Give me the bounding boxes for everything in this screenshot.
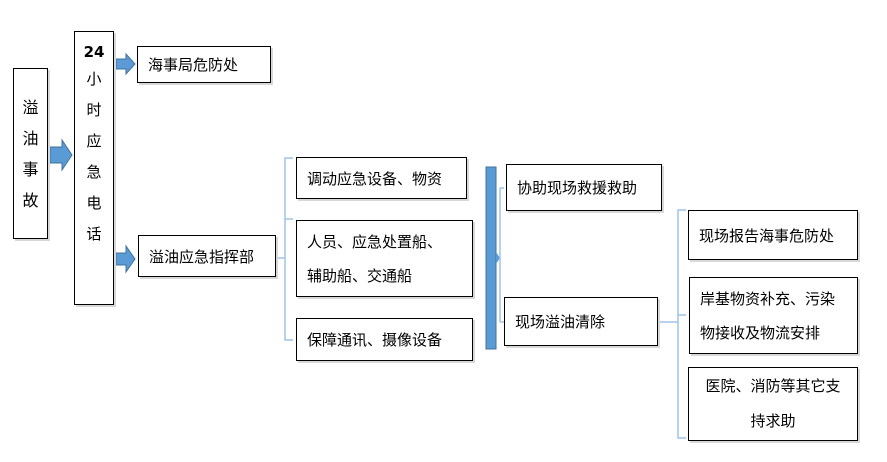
node-spill-command: 溢油应急指挥部 [138, 235, 276, 277]
node-24h-hotline: 24 小时应急电话 [74, 31, 114, 305]
hotline-text-char: 应 [86, 132, 102, 150]
hotline-text-char: 急 [86, 163, 102, 181]
node-msa-hazard-office: 海事局危防处 [137, 46, 271, 83]
node-assist-rescue: 协助现场救援救助 [506, 164, 662, 211]
spill-incident-char: 事 [22, 159, 39, 179]
hotline-text-char: 电 [86, 194, 102, 212]
hotline-text-char: 时 [86, 101, 102, 119]
dispatch-equipment-label: 调动应急设备、物资 [307, 169, 443, 188]
onsite-cleanup-label: 现场溢油清除 [515, 313, 606, 331]
medical-support-line-1: 医院、消防等其它支 [705, 377, 841, 395]
personnel-line-2: 辅助船、交通船 [307, 266, 413, 285]
node-medical-support: 医院、消防等其它支 持求助 [688, 367, 858, 441]
spill-incident-char: 溢 [22, 97, 39, 117]
comms-camera-label: 保障通讯、摄像设备 [307, 331, 443, 349]
node-onsite-cleanup: 现场溢油清除 [504, 297, 658, 346]
spill-incident-char: 故 [22, 190, 39, 210]
spill-incident-char: 油 [22, 128, 39, 148]
medical-support-line-2: 持求助 [750, 412, 796, 430]
hotline-number: 24 [83, 43, 105, 61]
assist-rescue-label: 协助现场救援救助 [517, 179, 638, 197]
node-comms-camera: 保障通讯、摄像设备 [296, 318, 473, 361]
merge-bar-tip [496, 252, 500, 264]
arrow-hotline-to-msa [115, 52, 136, 76]
report-msa-label: 现场报告海事危防处 [699, 226, 835, 245]
shore-supply-line-2: 物接收及物流安排 [700, 323, 821, 342]
node-spill-incident: 溢油事故 [13, 68, 48, 239]
node-dispatch-equipment: 调动应急设备、物资 [296, 157, 467, 199]
hotline-text-char: 话 [86, 225, 102, 243]
bracket-command-tasks [277, 157, 293, 341]
merge-bar [485, 166, 497, 350]
spill-command-label: 溢油应急指挥部 [149, 247, 255, 266]
node-shore-supply: 岸基物资补充、污染 物接收及物流安排 [689, 277, 858, 354]
arrow-hotline-to-command [115, 244, 136, 274]
node-report-msa: 现场报告海事危防处 [688, 210, 858, 260]
bracket-cleanup-items [660, 209, 686, 439]
arrow-incident-to-hotline [49, 138, 73, 172]
personnel-line-1: 人员、应急处置船、 [307, 232, 443, 251]
shore-supply-line-1: 岸基物资补充、污染 [700, 289, 836, 308]
bracket-bar-branches [499, 187, 504, 323]
node-personnel-vessels: 人员、应急处置船、 辅助船、交通船 [296, 220, 473, 297]
msa-hazard-office-label: 海事局危防处 [148, 56, 239, 74]
hotline-text-char: 小 [86, 70, 102, 88]
